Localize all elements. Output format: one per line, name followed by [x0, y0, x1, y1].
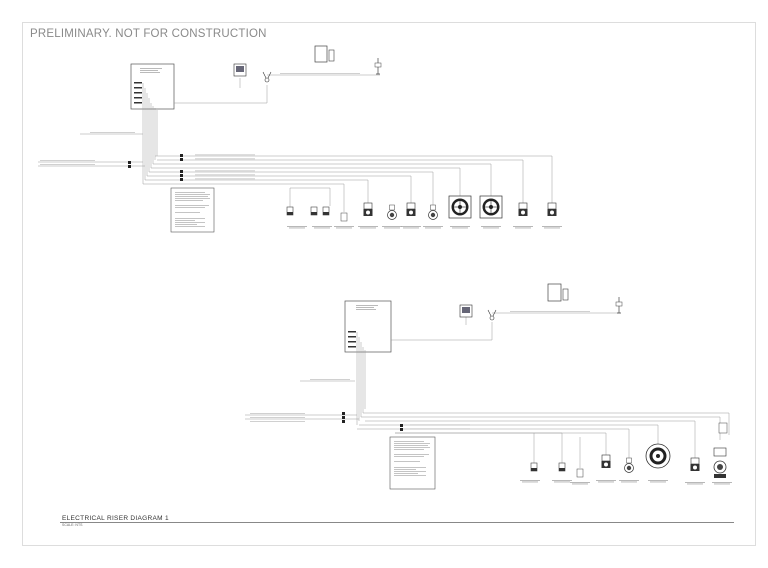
panel-upper	[130, 63, 175, 110]
panel-lower	[344, 300, 392, 353]
sensor-icon	[262, 71, 272, 83]
phone-lower-icon	[562, 288, 569, 301]
preliminary-watermark: PRELIMINARY. NOT FOR CONSTRUCTION	[30, 28, 267, 40]
sheet-border	[22, 22, 756, 546]
riser-lower	[245, 283, 732, 490]
tablet-icon	[314, 45, 328, 63]
antenna-lower-icon	[615, 297, 623, 314]
antenna-icon	[374, 58, 382, 75]
pump-icon	[713, 447, 727, 478]
title-underline	[60, 522, 734, 523]
phone-icon	[328, 49, 335, 62]
riser-upper	[38, 45, 562, 233]
diagram-scale: SCALE: NTS	[62, 523, 83, 527]
diagram-title: ELECTRICAL RISER DIAGRAM 1	[62, 515, 169, 522]
tablet-lower-icon	[547, 283, 562, 302]
device-row-upper	[286, 195, 562, 229]
device-row-lower	[520, 422, 732, 485]
exhaust-fan-icon	[645, 443, 671, 469]
sensor-lower-icon	[487, 309, 497, 321]
notes-box-lower	[389, 436, 436, 490]
